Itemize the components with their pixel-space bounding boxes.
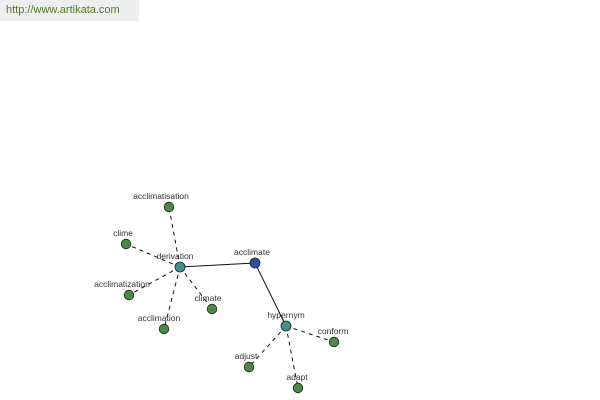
node-label-acclimate[interactable]: acclimate	[234, 247, 270, 257]
node-climate[interactable]: climate	[195, 293, 222, 315]
node-acclimatization[interactable]: acclimatization	[94, 279, 150, 301]
node-label-acclimation[interactable]: acclimation	[138, 313, 181, 323]
node-label-clime[interactable]: clime	[113, 228, 133, 238]
edge-derivation-acclimation	[163, 266, 181, 330]
node-dot-hypernym[interactable]	[280, 320, 292, 332]
node-conform[interactable]: conform	[318, 326, 349, 348]
node-acclimate[interactable]: acclimate	[234, 247, 270, 269]
node-adjust[interactable]: adjust	[235, 351, 258, 373]
node-label-hypernym[interactable]: hypernym	[267, 310, 304, 320]
node-dot-acclimate[interactable]	[249, 257, 261, 269]
node-label-acclimatization[interactable]: acclimatization	[94, 279, 150, 289]
node-label-acclimatisation[interactable]: acclimatisation	[133, 191, 189, 201]
node-dot-adapt[interactable]	[292, 382, 304, 394]
nodes-layer: acclimate derivation hypernym acclimatisati…	[94, 191, 349, 394]
edges-layer	[125, 206, 335, 389]
node-derivation[interactable]: derivation	[157, 251, 194, 273]
node-label-derivation[interactable]: derivation	[157, 251, 194, 261]
edge-derivation-acclimatisation	[168, 206, 181, 268]
node-dot-acclimatisation[interactable]	[163, 201, 175, 213]
node-label-climate[interactable]: climate	[195, 293, 222, 303]
edge-hypernym-adjust	[248, 325, 287, 368]
node-dot-derivation[interactable]	[174, 261, 186, 273]
node-adapt[interactable]: adapt	[286, 372, 308, 394]
edge-derivation-climate	[179, 266, 213, 310]
node-acclimation[interactable]: acclimation	[138, 313, 181, 335]
edge-derivation-clime	[125, 243, 181, 268]
node-dot-climate[interactable]	[206, 303, 218, 315]
node-dot-acclimation[interactable]	[158, 323, 170, 335]
node-clime[interactable]: clime	[113, 228, 133, 250]
edge-hypernym-adapt	[285, 325, 299, 389]
edge-hypernym-conform	[285, 325, 335, 343]
node-dot-clime[interactable]	[120, 238, 132, 250]
node-label-adjust[interactable]: adjust	[235, 351, 258, 361]
node-hypernym[interactable]: hypernym	[267, 310, 305, 332]
edge-derivation-acclimatization	[128, 266, 181, 296]
node-acclimatisation[interactable]: acclimatisation	[133, 191, 189, 213]
node-label-adapt[interactable]: adapt	[286, 372, 308, 382]
node-dot-acclimatization[interactable]	[123, 289, 135, 301]
edge-acclimate-hypernym	[254, 262, 287, 327]
node-label-conform[interactable]: conform	[318, 326, 349, 336]
source-url-link[interactable]: http://www.artikata.com	[0, 0, 139, 21]
edge-acclimate-derivation	[179, 262, 256, 268]
node-dot-conform[interactable]	[328, 336, 340, 348]
node-dot-adjust[interactable]	[243, 361, 255, 373]
